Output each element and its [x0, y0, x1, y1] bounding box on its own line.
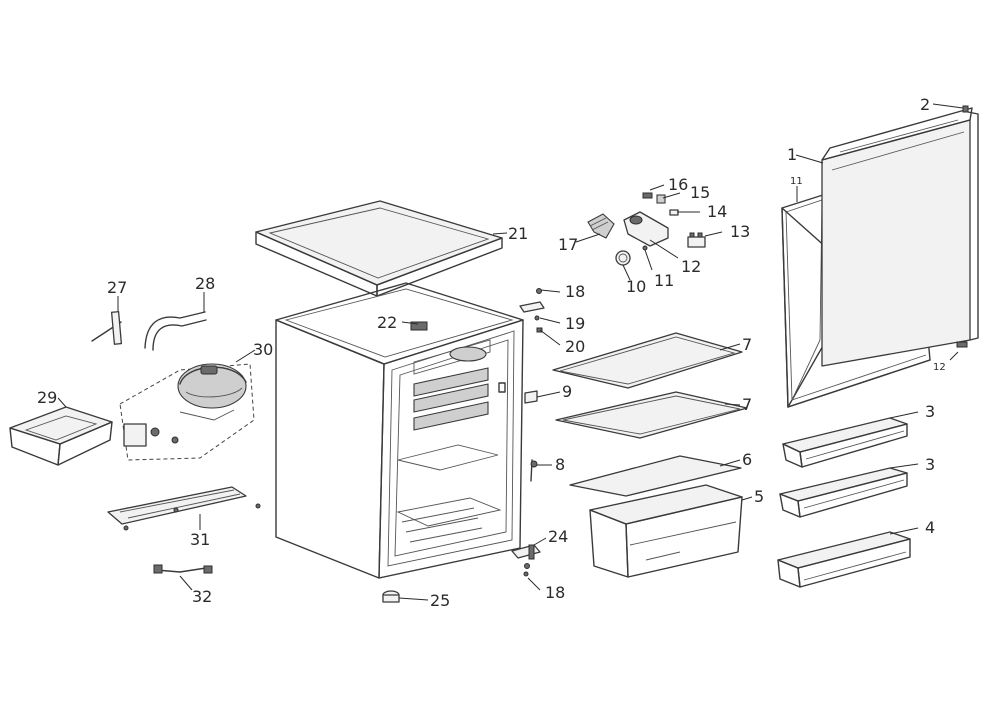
part-22-bracket	[410, 321, 428, 331]
callout-labels: 1 2 3 3 4 5 6 7 7 8 9 10 11 11 12 12 13 …	[37, 95, 946, 610]
glass-shelf-upper-part	[552, 332, 743, 389]
thermostat-assembly-part	[587, 192, 706, 266]
upper-hinge-part	[519, 288, 545, 333]
shelf-clip-part	[524, 390, 538, 404]
evaporation-tray-part	[9, 406, 113, 466]
compressor-part	[119, 363, 255, 461]
callout-24: 24	[548, 527, 568, 546]
adjustable-foot-part	[382, 590, 400, 603]
callout-15: 15	[690, 183, 710, 202]
callout-9: 9	[562, 382, 572, 401]
filter-drier-part	[91, 311, 123, 345]
lower-hinge-part	[511, 544, 541, 577]
callout-13: 13	[730, 222, 750, 241]
callout-10: 10	[626, 277, 646, 296]
callout-11-lamp: 11	[654, 271, 674, 290]
compressor-mounting-plate-part	[107, 486, 261, 531]
callout-7-lower: 7	[742, 395, 752, 414]
callout-7-upper: 7	[742, 335, 752, 354]
crisper-cover-part	[569, 455, 742, 497]
callout-2: 2	[920, 95, 930, 114]
callout-12-door: 12	[933, 362, 946, 373]
callout-17: 17	[558, 235, 578, 254]
callout-31: 31	[190, 530, 210, 549]
callout-20: 20	[565, 337, 585, 356]
crisper-drawer-part	[589, 484, 743, 578]
power-cord-part	[153, 564, 213, 574]
callout-8: 8	[555, 455, 565, 474]
callout-11-gasket: 11	[790, 176, 803, 187]
drain-pin-part	[530, 459, 538, 482]
callout-12-lamp: 12	[681, 257, 701, 276]
callout-16: 16	[668, 175, 688, 194]
suction-tube-part	[144, 311, 207, 351]
door-balcony-upper-part	[782, 417, 908, 468]
door-balcony-middle-part	[779, 467, 908, 518]
cabinet-body-part	[275, 282, 524, 579]
callout-25: 25	[430, 591, 450, 610]
callout-4: 4	[925, 518, 935, 537]
callout-32: 32	[192, 587, 212, 606]
door-panel-part	[821, 105, 979, 367]
callout-6: 6	[742, 450, 752, 469]
callout-30: 30	[253, 340, 273, 359]
leader-lines	[57, 103, 964, 601]
callout-28: 28	[195, 274, 215, 293]
callout-18-upper: 18	[565, 282, 585, 301]
callout-3-upper: 3	[925, 402, 935, 421]
callout-1: 1	[787, 145, 797, 164]
door-balcony-bottle-part	[777, 531, 911, 588]
callout-5: 5	[754, 487, 764, 506]
glass-shelf-lower-part	[555, 391, 748, 439]
callout-22: 22	[377, 313, 397, 332]
callout-18-lower: 18	[545, 583, 565, 602]
callout-21: 21	[508, 224, 528, 243]
callout-27: 27	[107, 278, 127, 297]
callout-29: 29	[37, 388, 57, 407]
callout-3-middle: 3	[925, 455, 935, 474]
callout-14: 14	[707, 202, 727, 221]
top-cover-part	[255, 200, 503, 297]
callout-19: 19	[565, 314, 585, 333]
